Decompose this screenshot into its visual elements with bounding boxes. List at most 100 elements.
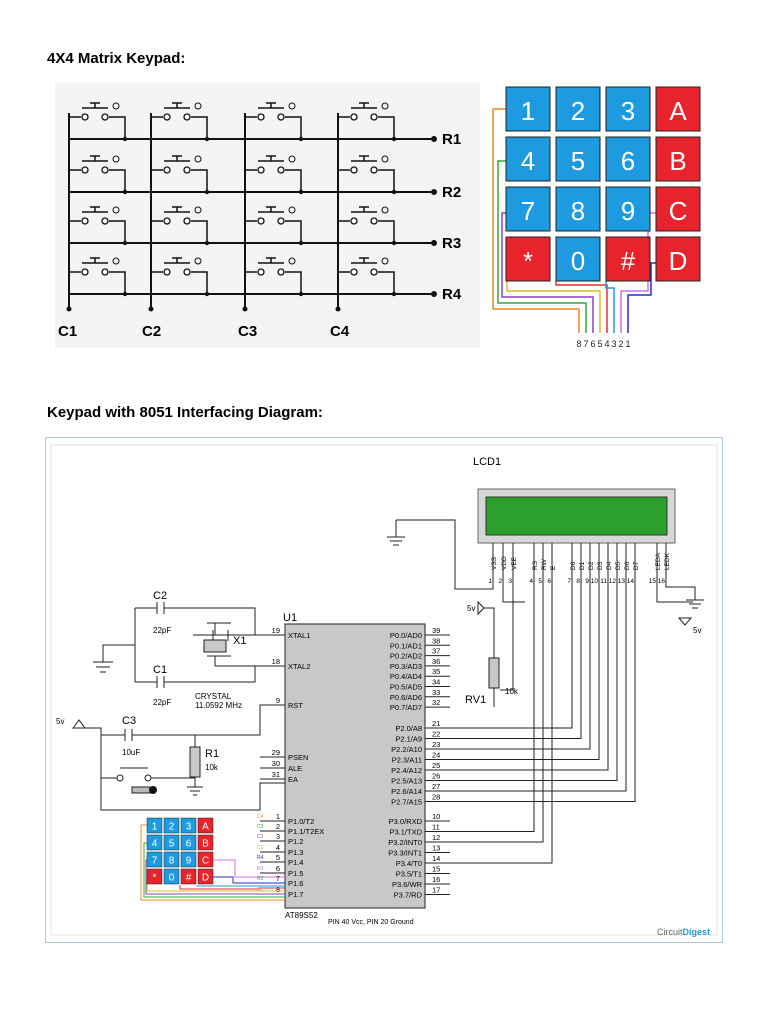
chip-right-pin-label: P3.3/INT1: [388, 849, 422, 858]
chip-left-pin-label: P1.6: [288, 879, 303, 888]
x1-frequency: 11.0592 MHz: [195, 701, 242, 710]
keypad-key-label: 1: [521, 96, 535, 126]
chip-left-pin-label: XTAL2: [288, 662, 310, 671]
lcd-pin-number: 5: [538, 578, 542, 585]
keypad-key[interactable]: #: [605, 236, 651, 282]
keypad-key[interactable]: 7: [505, 186, 551, 232]
col-label-c4: C4: [330, 323, 350, 340]
chip-left-pin-label: P1.5: [288, 869, 303, 878]
mini-keypad-key: #: [180, 868, 197, 885]
svg-text:A: A: [202, 822, 209, 833]
chip-right-pin-label: P2.0/A8: [395, 724, 422, 733]
lcd-pin-label: RW: [541, 558, 548, 570]
chip-right-pin-number: 15: [432, 865, 440, 874]
keypad-pin-number: 2: [618, 339, 623, 349]
keypad-key[interactable]: *: [505, 236, 551, 282]
row-labels: R1 R2 R3 R4: [442, 131, 462, 303]
lcd-pin-label: D6: [624, 561, 631, 570]
chip-right-pin-label: P3.1/TXD: [389, 828, 422, 837]
push-button-switch: [164, 257, 190, 264]
keypad-key[interactable]: 8: [555, 186, 601, 232]
lcd-pin-number: 10: [591, 578, 599, 585]
chip-left-pin-label: XTAL1: [288, 631, 310, 640]
chip-right-pin-label: P3.2/INT0: [388, 838, 422, 847]
lcd-pin-number: 15: [649, 578, 657, 585]
lcd-pin-label: VDD: [501, 556, 508, 570]
keypad-pin-number: 3: [611, 339, 616, 349]
keypad-key[interactable]: 1: [505, 86, 551, 132]
chip-right-pin-number: 17: [432, 886, 440, 895]
chip-name: AT89S52: [285, 911, 318, 920]
keypad-key-label: 9: [621, 196, 635, 226]
chip-left-pin-number: 19: [272, 626, 280, 635]
chip-right-pin-label: P0.1/AD1: [390, 641, 422, 650]
push-button-switch: [82, 206, 108, 213]
chip-right-pin-label: P0.6/AD6: [390, 693, 422, 702]
chip-left-pins: 19XTAL118XTAL29RST29PSEN30ALE31EA1P1.0/T…: [260, 626, 324, 899]
lcd-pin-number: 6: [547, 578, 551, 585]
chip-left-pin-label: P1.0/T2: [288, 817, 314, 826]
row-label-r3: R3: [442, 235, 461, 252]
lcd-pin-number: 12: [609, 578, 617, 585]
chip-left-pin-number: 7: [276, 874, 280, 883]
keypad-key[interactable]: 4: [505, 136, 551, 182]
push-button-switch: [82, 155, 108, 162]
keypad-key[interactable]: 5: [555, 136, 601, 182]
svg-text:9: 9: [186, 856, 192, 867]
col-labels: C1 C2 C3 C4: [58, 323, 350, 340]
keypad-pin-number: 1: [625, 339, 630, 349]
lcd-pin-number: 8: [576, 578, 580, 585]
keypad-key[interactable]: 3: [605, 86, 651, 132]
mini-keypad-key: *: [146, 868, 163, 885]
chip-right-pin-label: P2.1/A9: [395, 735, 422, 744]
lcd-screen: [485, 496, 668, 536]
lcd-pin-number: 2: [498, 578, 502, 585]
keypad-key[interactable]: 0: [555, 236, 601, 282]
chip-left-pin-number: 5: [276, 853, 280, 862]
c2-name: C2: [153, 590, 167, 602]
chip-right-pin-label: P3.6/WR: [392, 880, 423, 889]
chip-right-pin-number: 36: [432, 657, 440, 666]
chip-right-pin-number: 14: [432, 854, 440, 863]
chip-right-pin-label: P0.5/AD5: [390, 683, 422, 692]
heading-interfacing-diagram: Keypad with 8051 Interfacing Diagram:: [47, 404, 323, 421]
col-label-c1: C1: [58, 323, 77, 340]
mini-keypad-key: 7: [146, 851, 163, 868]
keypad-key[interactable]: 9: [605, 186, 651, 232]
mini-row-label: C4: [257, 814, 264, 820]
push-button-switch: [82, 102, 108, 109]
keypad-key[interactable]: D: [655, 236, 701, 282]
mini-row-label: R2: [257, 876, 264, 882]
svg-text:#: #: [186, 873, 192, 884]
lcd-pin-label: D5: [615, 561, 622, 570]
interfacing-circuit: LCD1 VSS1VDD2VEE3RS4RW5E6D07D18D29D310D4…: [45, 437, 723, 943]
keypad-key[interactable]: 2: [555, 86, 601, 132]
keypad-key-label: C: [669, 196, 688, 226]
row-label-r2: R2: [442, 184, 461, 201]
lcd-pin-label: LEDA: [655, 552, 662, 570]
lcd-pin-number: 4: [529, 578, 533, 585]
keypad-key[interactable]: B: [655, 136, 701, 182]
push-button-switch: [164, 155, 190, 162]
chip-right-pin-number: 28: [432, 793, 440, 802]
keypad-key[interactable]: 6: [605, 136, 651, 182]
chip-left-pin-label: P1.7: [288, 890, 303, 899]
col-label-c3: C3: [238, 323, 257, 340]
chip-left-pin-label: P1.2: [288, 837, 303, 846]
keypad-key-label: 6: [621, 146, 635, 176]
mini-keypad-key: A: [197, 817, 214, 834]
chip-left-pin-number: 29: [272, 748, 280, 757]
keypad-key-label: 0: [571, 246, 585, 276]
r1-value: 10k: [205, 763, 219, 772]
keypad-key[interactable]: A: [655, 86, 701, 132]
chip-left-pin-number: 2: [276, 822, 280, 831]
keypad-key-label: 8: [571, 196, 585, 226]
reset-section: [72, 704, 285, 811]
chip-right-pin-label: P3.7/RD: [394, 891, 423, 900]
c1-name: C1: [153, 664, 167, 676]
keypad-key-label: #: [621, 246, 636, 276]
keypad-key[interactable]: C: [655, 186, 701, 232]
push-button-switch: [351, 102, 377, 109]
